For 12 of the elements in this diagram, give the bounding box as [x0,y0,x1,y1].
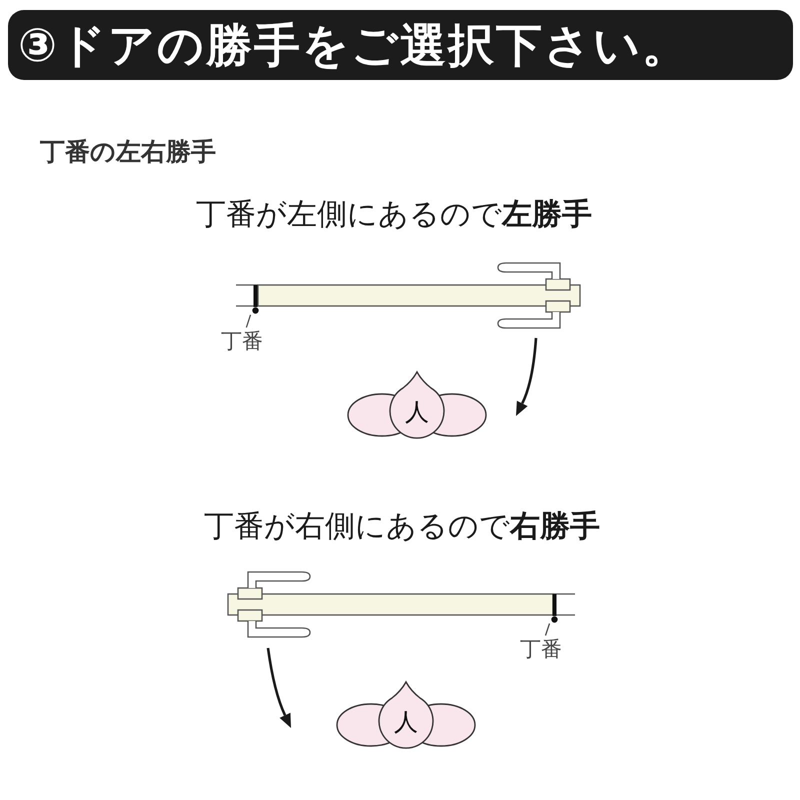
leader-line [246,314,252,328]
leader-line [544,623,550,636]
hinge-mark [551,594,558,623]
description-text: 丁番が右側にあるので右勝手 [204,508,600,546]
hinge-label: 丁番 [520,637,562,661]
person-text: 人 [405,400,429,424]
hinge-label: 丁番 [221,329,263,353]
person-text: 人 [394,710,418,734]
section-heading: 丁番の左右勝手 [40,136,216,168]
title-banner: ③ドアの勝手をご選択下さい。 [8,10,793,80]
description-text: 丁番が左側にあるので左勝手 [196,196,592,234]
hinge-mark [252,285,259,314]
